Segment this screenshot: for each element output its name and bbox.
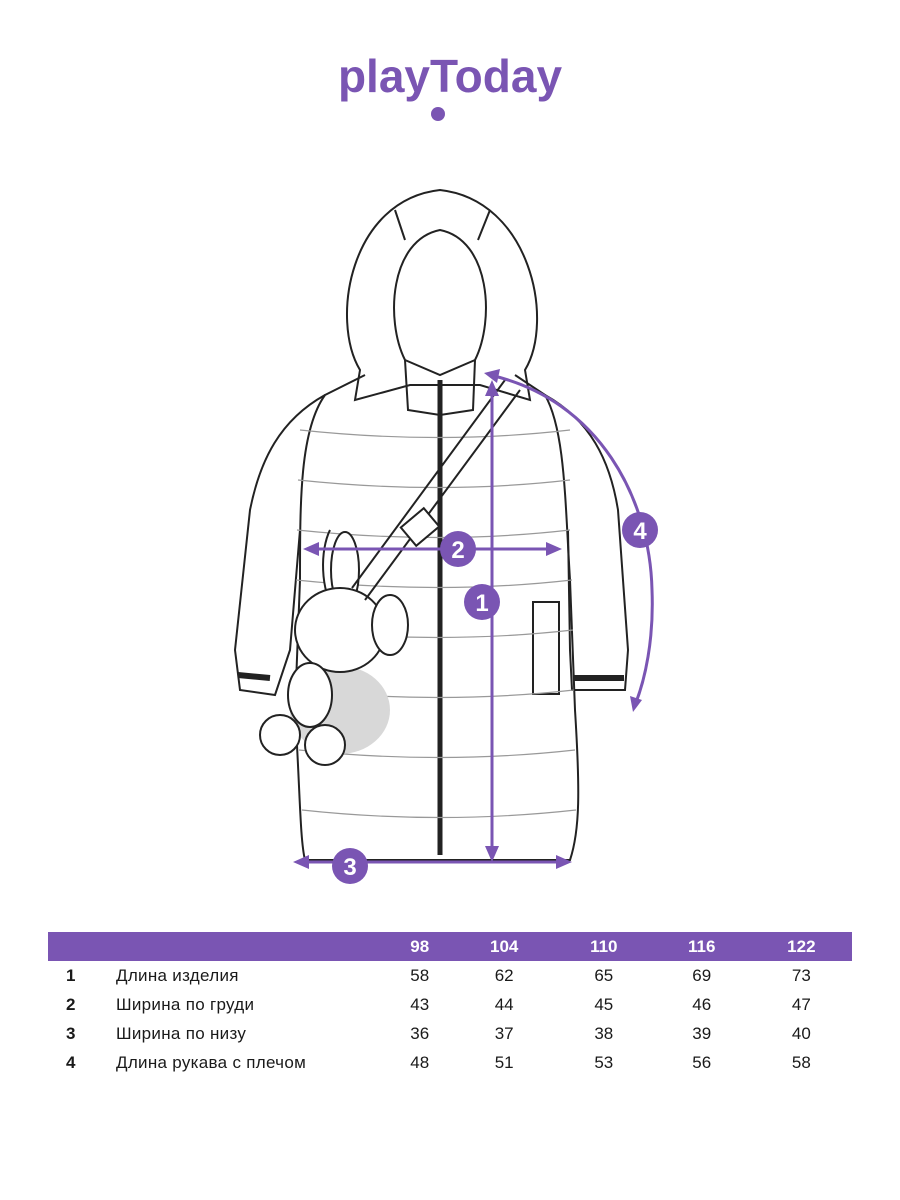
row-value: 58 <box>410 965 430 985</box>
row-value: 69 <box>692 965 712 985</box>
coat-technical-drawing: 1 2 3 4 <box>233 188 658 884</box>
row-value: 46 <box>692 994 712 1014</box>
row-value: 45 <box>594 994 614 1014</box>
row-value: 44 <box>494 994 514 1014</box>
row-label: Ширина по низу <box>116 1023 247 1043</box>
header-blank-name <box>116 932 386 961</box>
header-size-116: 116 <box>652 932 751 961</box>
row-value: 37 <box>494 1023 514 1043</box>
table-row: 1 Длина изделия 58 62 65 69 73 <box>48 961 852 990</box>
header-size-104: 104 <box>453 932 555 961</box>
measure-marker-2: 2 <box>440 531 476 567</box>
row-number: 4 <box>66 1052 76 1072</box>
row-label: Длина изделия <box>116 965 239 985</box>
measure-line-sleeve <box>489 373 654 706</box>
measure-marker-4-label: 4 <box>633 518 647 545</box>
row-value: 73 <box>791 965 811 985</box>
row-value: 48 <box>410 1052 430 1072</box>
brand-logo-text: playToday <box>338 50 563 102</box>
row-value: 36 <box>410 1023 430 1043</box>
measurement-arrowheads <box>293 369 642 869</box>
table-row: 2 Ширина по груди 43 44 45 46 47 <box>48 990 852 1019</box>
size-table-header: 98 104 110 116 122 <box>48 932 852 961</box>
table-row: 4 Длина рукава с плечом 48 51 53 56 58 <box>48 1048 852 1077</box>
row-value: 56 <box>692 1052 712 1072</box>
row-value: 53 <box>594 1052 614 1072</box>
table-row: 3 Ширина по низу 36 37 38 39 40 <box>48 1019 852 1048</box>
size-table: 98 104 110 116 122 1 Длина изделия 58 62… <box>48 932 852 1077</box>
brand-logo: playToday <box>338 50 563 121</box>
row-value: 38 <box>594 1023 614 1043</box>
header-blank-num <box>48 932 116 961</box>
row-value: 47 <box>791 994 811 1014</box>
measure-marker-2-label: 2 <box>451 537 464 564</box>
row-label: Ширина по груди <box>116 994 255 1014</box>
row-value: 43 <box>410 994 430 1014</box>
bag-strap <box>351 379 521 601</box>
header-size-122: 122 <box>750 932 852 961</box>
row-number: 3 <box>66 1023 76 1043</box>
header-size-98: 98 <box>386 932 454 961</box>
row-value: 62 <box>494 965 514 985</box>
measure-marker-1: 1 <box>464 584 500 620</box>
row-value: 65 <box>594 965 614 985</box>
row-number: 2 <box>66 994 76 1014</box>
row-value: 40 <box>791 1023 811 1043</box>
measure-marker-3-label: 3 <box>343 854 356 881</box>
measure-marker-1-label: 1 <box>475 590 488 617</box>
measure-marker-4: 4 <box>622 512 658 548</box>
bunny-toy-bag <box>259 529 409 766</box>
row-value: 51 <box>494 1052 514 1072</box>
row-value: 58 <box>791 1052 811 1072</box>
row-label: Длина рукава с плечом <box>116 1052 307 1072</box>
row-value: 39 <box>692 1023 712 1043</box>
row-number: 1 <box>66 965 76 985</box>
measure-marker-3: 3 <box>332 848 368 884</box>
header-size-110: 110 <box>554 932 653 961</box>
brand-logo-dot <box>431 107 445 121</box>
